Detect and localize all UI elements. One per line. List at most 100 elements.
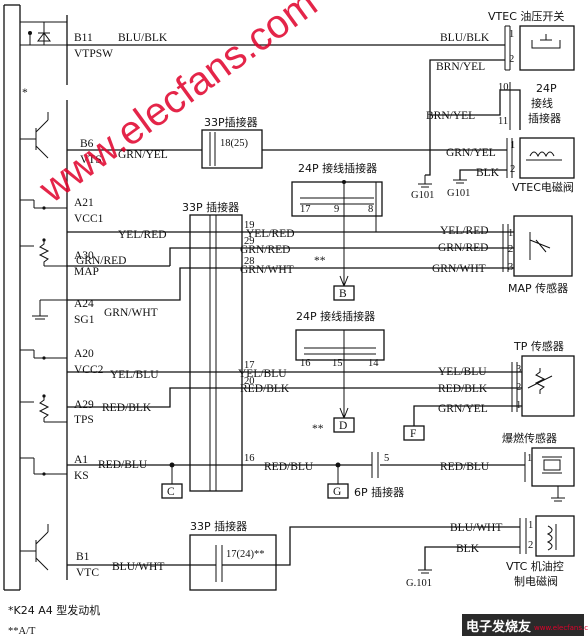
- tp-pin2: 2: [516, 382, 521, 393]
- ref-b: B: [339, 288, 347, 300]
- c33p-mid-label: 33P 插接器: [182, 200, 239, 214]
- map-pin1: 1: [508, 228, 513, 239]
- wire-label-blu-wht-left: BLU/WHT: [112, 561, 164, 573]
- map-pin3: 3: [508, 262, 513, 273]
- tp-pin1: 1: [516, 400, 521, 411]
- wire-blk-g101: [459, 169, 507, 180]
- vcc2-symbol: [20, 349, 67, 360]
- pin-ks: KS: [74, 470, 89, 482]
- wire-label-grn-yel-tp: GRN/YEL: [438, 403, 488, 415]
- knock-sensor: [524, 447, 575, 502]
- wire-grn-red: [169, 247, 540, 266]
- wire-label-yel-blu-left: YEL/BLU: [110, 369, 159, 381]
- c24p-b-pin16: 16: [300, 358, 311, 369]
- c24p-right-pin11: 11: [498, 116, 508, 127]
- g101-ground-a: [418, 175, 467, 188]
- wire-label-yel-red-right: YEL/RED: [440, 225, 489, 237]
- wire-label-grn-yel-vts: GRN/YEL: [118, 149, 168, 161]
- wire-label-red-blk-mid: RED/BLK: [240, 383, 290, 395]
- tp-sensor: [511, 355, 575, 417]
- c33p-top-pin: 18(25): [220, 138, 248, 149]
- vtpsw-pin2: 2: [509, 54, 514, 65]
- wire-brn-yel: [425, 59, 505, 176]
- c24p-right-label-c: 插接器: [528, 111, 561, 125]
- wire-label-red-blk-left: RED/BLK: [102, 402, 152, 414]
- wire-label-blu-blk-right: BLU/BLK: [440, 32, 490, 44]
- tp-sensor-label: TP 传感器: [513, 340, 564, 353]
- wire-label-red-blu-left: RED/BLU: [98, 459, 148, 471]
- tp-pin3: 3: [516, 364, 521, 375]
- wire-label-grn-red-left: GRN/RED: [76, 255, 126, 267]
- wire-label-brn-yel-mid: BRN/YEL: [426, 110, 475, 122]
- pin-b6: B6: [80, 138, 94, 150]
- wire-label-grn-yel-right: GRN/YEL: [446, 147, 496, 159]
- c6p-label: 6P 插接器: [354, 485, 404, 499]
- c33p-pin29: 29: [244, 236, 255, 247]
- pin-b1: B1: [76, 551, 90, 563]
- wire-label-grn-wht-right: GRN/WHT: [432, 263, 486, 275]
- ref-c: C: [167, 486, 175, 498]
- wire-label-yel-blu-right: YEL/BLU: [438, 366, 487, 378]
- c24p-a-connector: [291, 180, 383, 288]
- wire-label-yel-red-left: YEL/RED: [118, 229, 167, 241]
- star-note-marker: *: [22, 87, 28, 99]
- wire-label-red-blu-right: RED/BLU: [440, 461, 490, 473]
- c24p-b-pin15: 15: [332, 358, 343, 369]
- c33p-bot-label: 33P 插接器: [190, 519, 247, 533]
- vtec-sol-pin2: 2: [510, 164, 515, 175]
- wire-blu-wht: [67, 526, 520, 566]
- vtc-pin1: 1: [528, 520, 533, 531]
- vtc-pin2: 2: [528, 540, 533, 551]
- ks-input-symbol: [20, 457, 67, 476]
- tps-pullup-resistor: [20, 394, 67, 423]
- wire-label-grn-wht-mid: GRN/WHT: [240, 264, 294, 276]
- vtc-solenoid-label-b: 制电磁阀: [514, 574, 558, 588]
- ecm-block: [3, 4, 68, 591]
- vtec-sol-pin1: 1: [510, 140, 515, 151]
- knock-sensor-label: 爆燃传感器: [502, 431, 557, 445]
- c24p-a-pin8: 8: [368, 204, 373, 215]
- c24p-right-pin10: 10: [498, 82, 509, 93]
- wire-label-yel-red-mid: YEL/RED: [246, 228, 295, 240]
- vtc-solenoid: [519, 515, 575, 557]
- vcc1-symbol: [20, 199, 67, 210]
- c6p-pin5: 5: [384, 453, 389, 464]
- c24p-a-label: 24P 接线插接器: [298, 161, 377, 175]
- wire-label-red-blk-right: RED/BLK: [438, 383, 488, 395]
- c33p-mid-connector: [189, 214, 243, 492]
- vtec-pressure-switch: [504, 25, 575, 71]
- vtec-solenoid: [506, 137, 575, 179]
- wire-label-grn-red-right: GRN/RED: [438, 242, 488, 254]
- note-engine: *K24 A4 型发动机: [8, 603, 100, 617]
- wire-brn-yel-24p: [430, 89, 521, 130]
- wire-label-brn-yel-top: BRN/YEL: [436, 61, 485, 73]
- vtc-solenoid-label-a: VTC 机油控: [506, 559, 564, 573]
- vtec-pressure-switch-label: VTEC 油压开关: [488, 9, 564, 23]
- pin-a20: A20: [74, 348, 94, 360]
- g101-label-a: G101: [411, 190, 434, 201]
- ref-c-box: [161, 483, 183, 499]
- logo-sub: www.elecfans.com: [534, 624, 588, 632]
- c33p-pin28: 28: [244, 256, 255, 267]
- c24p-b-pin14: 14: [368, 358, 379, 369]
- map-pullup-resistor: [20, 238, 67, 267]
- elecfans-logo: 电子发烧友 www.elecfans.com: [462, 614, 588, 636]
- c33p-bot-connector: [189, 534, 277, 591]
- pin-sg1: SG1: [74, 314, 95, 326]
- g101-ground-c: [418, 569, 432, 574]
- c24p-b-connector: [295, 329, 385, 420]
- map-pin2: 2: [508, 244, 513, 255]
- wire-label-grn-red-mid: GRN/RED: [240, 244, 290, 256]
- pin-tps: TPS: [74, 414, 94, 426]
- vts-transistor: [20, 112, 49, 159]
- map-sensor-label: MAP 传感器: [508, 282, 568, 295]
- ref-g: G: [333, 486, 341, 498]
- pin-a1: A1: [74, 454, 88, 466]
- ref-f: F: [410, 428, 416, 440]
- c24p-b-label: 24P 接线插接器: [296, 309, 375, 323]
- c33p-pin16: 16: [244, 453, 255, 464]
- pin-vtpsw: VTPSW: [74, 48, 113, 60]
- pin-a21: A21: [74, 197, 94, 209]
- ref-b-star: **: [314, 255, 326, 267]
